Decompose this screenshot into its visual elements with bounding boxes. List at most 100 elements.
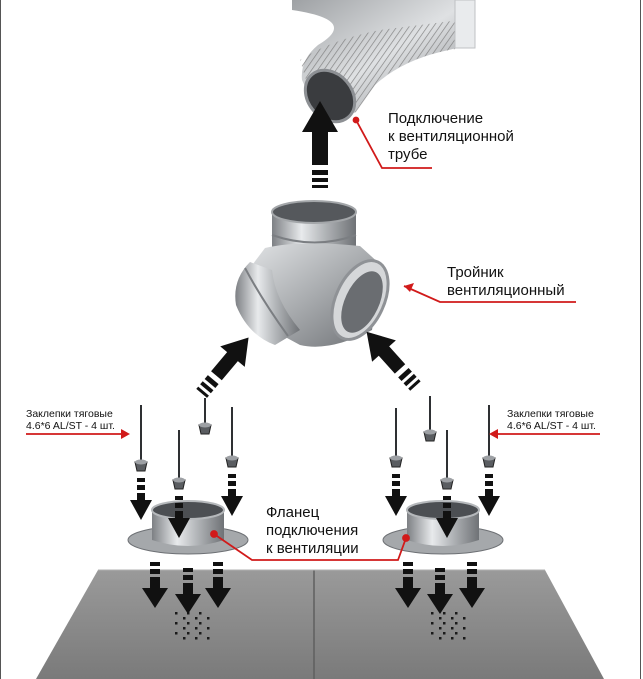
label-rivets-left-line1: Заклепки тяговые [26, 408, 113, 420]
arrow-dash [443, 496, 451, 500]
rivet-flange [226, 455, 238, 461]
arrow-dash [183, 575, 193, 580]
label-rivets-left: Заклепки тяговые 4.6*6 AL/ST - 4 шт. [26, 408, 115, 432]
perforation-hole [455, 632, 458, 635]
perforation-hole [207, 627, 210, 630]
arrow-shaft [183, 583, 193, 594]
rivet [225, 407, 239, 468]
perforation-hole [183, 627, 186, 630]
label-vent-pipe-line2: к вентиляционной [388, 128, 514, 145]
arrow-dash [435, 568, 445, 572]
perforation-left [175, 612, 210, 640]
down-arrow-rivet [385, 474, 407, 516]
arrow-dash [175, 503, 183, 508]
arrow-shaft [213, 577, 223, 588]
arrow-dash [467, 562, 477, 566]
right-frame-edge [640, 0, 641, 679]
arrow-dash [435, 575, 445, 580]
perforation-hole [195, 617, 198, 620]
perforation-hole [451, 627, 454, 630]
rivet-flange [199, 422, 211, 428]
perforation-hole [183, 637, 186, 640]
leader-vent-pipe [355, 119, 432, 169]
arrow-head [459, 588, 485, 608]
label-flange-line3: к вентиляции [266, 540, 359, 557]
arrow-right-to-tee [366, 331, 421, 391]
arrow-shaft [435, 583, 445, 594]
arrow-head [168, 518, 190, 538]
rivet [389, 408, 403, 468]
rivet-flange [441, 477, 453, 483]
down-arrow-panel [459, 562, 485, 608]
arrow-head [205, 588, 231, 608]
perforation-hole [207, 637, 210, 640]
arrow-head [395, 588, 421, 608]
label-rivets-right: Заклепки тяговые 4.6*6 AL/ST - 4 шт. [507, 408, 596, 432]
ceiling-panel [36, 569, 604, 679]
down-arrow-panel [395, 562, 421, 608]
down-arrow-group [130, 474, 500, 614]
perforation-hole [451, 637, 454, 640]
arrow-left-to-tee [196, 337, 249, 398]
arrow-shaft [392, 489, 400, 496]
perforation-hole [455, 622, 458, 625]
label-vent-pipe-line3: трубе [388, 146, 428, 163]
left-frame-edge [0, 0, 1, 679]
label-tee-line1: Тройник [447, 264, 504, 281]
perforation-hole [175, 632, 178, 635]
label-rivets-right-line2: 4.6*6 AL/ST - 4 шт. [507, 420, 596, 432]
perforation-hole [175, 612, 178, 615]
label-rivets-left-line2: 4.6*6 AL/ST - 4 шт. [26, 420, 115, 432]
leader-flange-dot-left [210, 530, 218, 538]
leader-flange [213, 533, 407, 561]
label-flange-line2: подключения [266, 522, 359, 539]
perforation-hole [431, 612, 434, 615]
arrow-shaft [175, 511, 183, 518]
arrow-head [175, 594, 201, 614]
arrow-dash [175, 496, 183, 500]
label-flange: Фланец подключения к вентиляции [266, 504, 359, 558]
leader-tee [403, 285, 576, 303]
arrow-dash [403, 569, 413, 574]
perforation-hole [443, 632, 446, 635]
arrow-dash [392, 481, 400, 486]
down-arrow-rivet [130, 478, 152, 520]
arrow-shaft [150, 577, 160, 588]
perforation-hole [187, 622, 190, 625]
arrow-head [385, 496, 407, 516]
perforation-hole [455, 612, 458, 615]
rivet-flange [135, 459, 147, 465]
perforation-hole [175, 622, 178, 625]
arrow-head [478, 496, 500, 516]
label-vent-pipe-line1: Подключение [388, 110, 484, 127]
arrow-dash [403, 562, 413, 566]
down-arrow-panel [205, 562, 231, 608]
arrow-shaft [467, 577, 477, 588]
down-arrow-panel [427, 568, 453, 614]
down-arrow-panel [175, 568, 201, 614]
arrow-dash [228, 481, 236, 486]
leader-lines [26, 116, 600, 561]
perforation-hole [443, 622, 446, 625]
label-tee-line2: вентиляционный [447, 282, 565, 299]
arrow-dash [485, 481, 493, 486]
down-arrow-rivet [436, 496, 458, 538]
leader-vent-pipe-dot [352, 116, 360, 124]
arrow-dash [392, 474, 400, 478]
perforation-hole [199, 632, 202, 635]
label-rivets-right-line1: Заклепки тяговые [507, 408, 594, 420]
perforation-hole [195, 627, 198, 630]
rivet-flange [483, 455, 495, 461]
arrow-head [130, 500, 152, 520]
perforation-right [431, 612, 466, 640]
arrow-up-to-pipe [302, 101, 338, 188]
perforation-hole [443, 612, 446, 615]
label-tee: Тройник вентиляционный [447, 264, 565, 300]
vent-tee [235, 200, 390, 347]
arrow-dash [137, 485, 145, 490]
arrow-shaft [443, 511, 451, 518]
label-vent-pipe: Подключение к вентиляционной трубе [388, 110, 514, 164]
arrow-dash [150, 569, 160, 574]
